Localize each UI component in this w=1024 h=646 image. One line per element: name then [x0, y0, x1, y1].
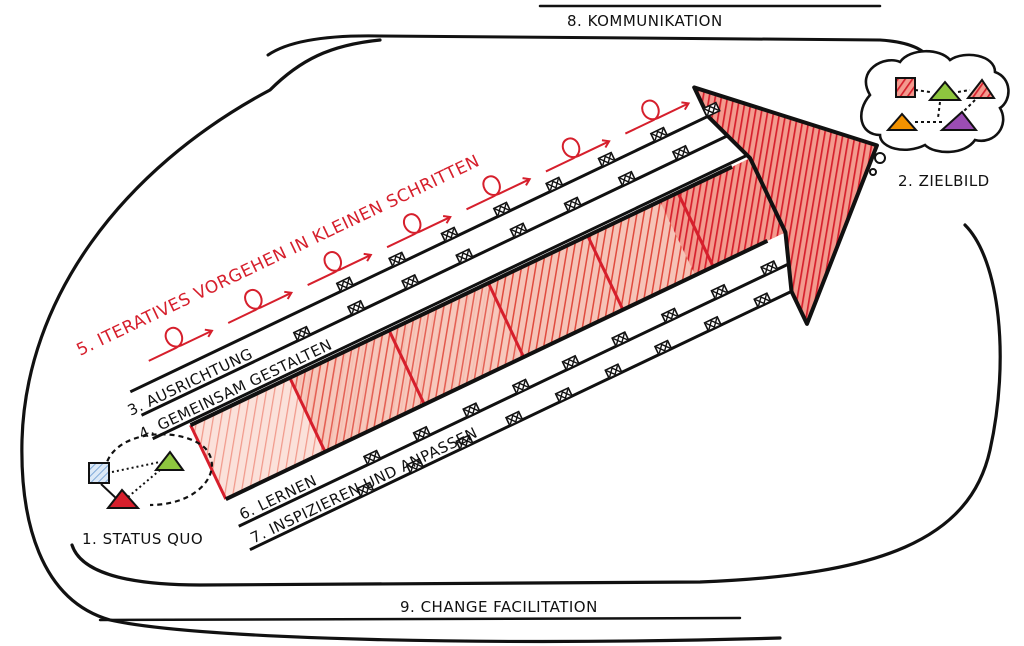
rail-marker-icon: [753, 292, 772, 309]
label-status-quo: 1. STATUS QUO: [82, 530, 203, 548]
loop-arrow-icon: [545, 137, 611, 173]
rail-marker-icon: [703, 315, 723, 333]
rail-marker-icon: [760, 260, 779, 277]
loop-arrow-icon: [307, 251, 373, 286]
rail-marker-icon: [401, 273, 420, 291]
rail-marker-icon: [710, 283, 730, 300]
green-triangle-icon: [153, 450, 185, 471]
rail-marker-icon: [617, 170, 637, 187]
change-facilitation-rule: [98, 616, 742, 622]
label-change-facilitation: 9. CHANGE FACILITATION: [400, 598, 598, 616]
rail-marker-icon: [561, 354, 581, 372]
loop-arrow-icon: [148, 326, 214, 362]
arrow-head: [692, 85, 879, 326]
rail-marker-icon: [545, 176, 564, 193]
outer-loop-top: [266, 34, 932, 62]
red-triangle-icon: [105, 488, 141, 509]
rail-marker-icon: [653, 339, 673, 356]
rail-marker-icon: [611, 331, 630, 348]
rail-marker-icon: [362, 449, 382, 466]
rail-marker-icon: [292, 325, 312, 342]
green-triangle-icon: [927, 80, 963, 101]
rail-marker-icon: [702, 101, 721, 118]
red-square-icon: [895, 77, 916, 98]
progress-band: [189, 158, 786, 500]
loop-arrow-icon: [466, 175, 532, 211]
red-triangle-icon: [965, 78, 996, 99]
rail-marker-icon: [346, 299, 366, 317]
purple-triangle-icon: [939, 110, 979, 131]
orange-triangle-icon: [885, 112, 919, 131]
inner-loop-line: [70, 223, 1002, 587]
rail-marker-icon: [649, 126, 669, 143]
rail-marker-icon: [462, 402, 481, 419]
status-quo-cluster: 1. STATUS QUO: [82, 433, 213, 548]
rail-marker-icon: [455, 434, 474, 451]
rail-marker-icon: [563, 196, 583, 213]
rail-marker-icon: [356, 481, 375, 498]
rail-marker-icon: [511, 378, 531, 395]
rail-marker-icon: [492, 201, 512, 218]
label-zielbild: 2. ZIELBILD: [898, 172, 990, 190]
blue-square-icon: [88, 462, 110, 484]
rail-marker-icon: [455, 248, 474, 265]
thought-cloud: [860, 49, 1010, 154]
rail-marker-icon: [671, 144, 691, 162]
rail-marker-icon: [554, 386, 574, 404]
status-quo-bubble: [103, 433, 213, 507]
loop-arrow-icon: [624, 99, 691, 135]
rail-markers-lower: [356, 260, 779, 498]
rail-marker-icon: [388, 251, 407, 268]
rail-marker-icon: [504, 410, 524, 427]
rail-marker-icon: [509, 222, 528, 239]
rail-marker-icon: [335, 276, 355, 293]
outer-loop-line: [20, 38, 782, 644]
rail-marker-icon: [597, 151, 617, 168]
rail-marker-icon: [660, 307, 680, 324]
rail-marker-icon: [440, 226, 460, 243]
rail-marker-icon: [412, 425, 432, 443]
arrow-outline: [189, 165, 769, 501]
label-kommunikation: 8. KOMMUNIKATION: [567, 12, 723, 30]
loop-arrow-icon: [227, 288, 294, 324]
rail-marker-icon: [405, 457, 425, 475]
upper-track: [129, 106, 750, 441]
zielbild-cluster: 2. ZIELBILD: [860, 49, 1010, 190]
rail-marker-icon: [604, 363, 623, 380]
rail-markers-upper: [292, 101, 721, 342]
loop-arrow-icon: [386, 213, 452, 249]
iteration-loops: [148, 99, 691, 362]
